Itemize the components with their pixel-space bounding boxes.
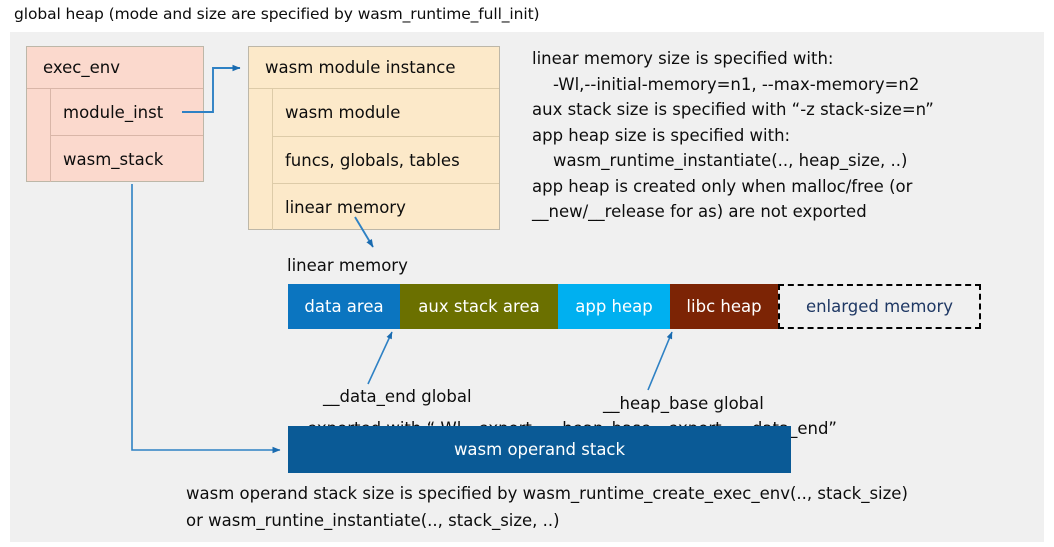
module-instance-body: wasm module funcs, globals, tables linea… [249,89,499,230]
memory-segment-libc-heap: libc heap [670,284,778,329]
exec-env-rows: module_inst wasm_stack [51,89,203,182]
exec-env-header: exec_env [27,47,203,89]
data-end-global-label: __data_end global [323,387,472,406]
module-instance-field-linear-memory: linear memory [273,183,499,230]
page-title: global heap (mode and size are specified… [14,5,540,23]
memory-segment-enlarged-memory: enlarged memory [778,284,981,329]
connector-data-end-to-boundary [367,331,393,385]
module-instance-gutter [249,89,273,230]
operand-stack-note: wasm operand stack size is specified by … [186,484,908,530]
module-instance-header: wasm module instance [249,47,499,89]
exec-env-field-module-inst: module_inst [63,102,164,122]
exec-env-box: exec_env module_inst wasm_stack [26,46,204,182]
linear-memory-label: linear memory [287,256,408,275]
module-instance-field-wasm-module: wasm module [285,103,401,122]
memory-segment-app-heap: app heap [558,284,670,329]
exec-env-body: module_inst wasm_stack [27,89,203,182]
memory-config-note: linear memory size is specified with: -W… [532,49,934,221]
exec-env-field-wasm-stack: wasm_stack [51,135,203,182]
module-instance-rows: wasm module funcs, globals, tables linea… [273,89,499,230]
connector-heap-base-to-boundary [647,331,673,391]
memory-segment-data-area: data area [288,284,400,329]
memory-segment-aux-stack-area: aux stack area [400,284,558,329]
global-heap-panel: exec_env module_inst wasm_stack wasm mod… [10,32,1044,542]
exec-env-gutter [27,89,51,182]
heap-base-global-label: __heap_base global [603,394,764,413]
wasm-operand-stack-box: wasm operand stack [288,426,791,473]
module-instance-field-funcs-globals-tables: funcs, globals, tables [273,136,499,183]
wasm-module-instance-box: wasm module instance wasm module funcs, … [248,46,500,230]
